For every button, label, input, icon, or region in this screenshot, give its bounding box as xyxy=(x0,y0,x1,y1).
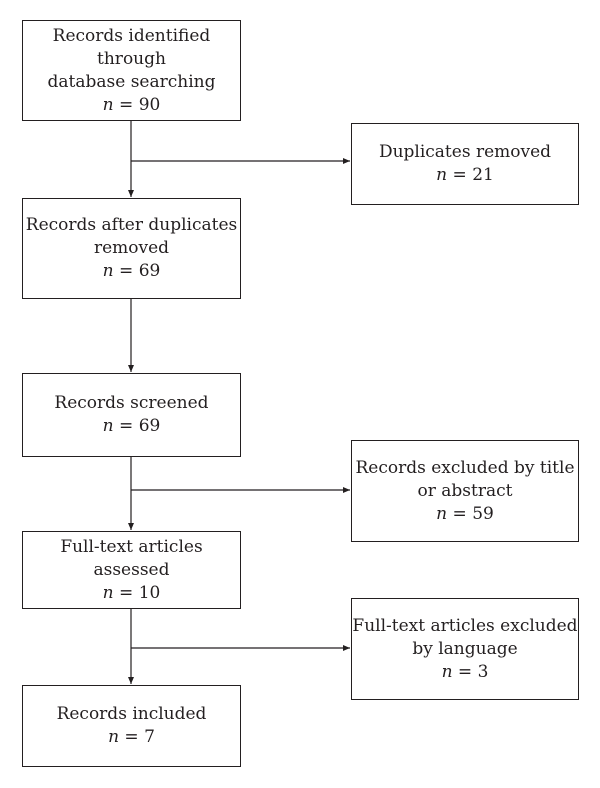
records-included-box: Records included n = 7 xyxy=(22,685,241,767)
records-identified-label-2: database searching xyxy=(47,71,216,92)
duplicates-removed-box: Duplicates removed n = 21 xyxy=(351,123,579,205)
excluded-language-count: n = 3 xyxy=(441,661,489,682)
records-screened-box: Records screened n = 69 xyxy=(22,373,241,457)
records-included-count: n = 7 xyxy=(108,727,155,747)
records-after-duplicates-label-1: Records after duplicates xyxy=(25,215,238,235)
excluded-language-label-2: by language xyxy=(412,638,518,659)
duplicates-removed-count: n = 21 xyxy=(436,165,494,185)
excluded-title-abstract-label-2: or abstract xyxy=(417,480,513,501)
excluded-title-abstract-count: n = 59 xyxy=(436,503,494,524)
records-after-duplicates-label-2: removed xyxy=(93,238,170,258)
duplicates-removed-label: Duplicates removed xyxy=(378,142,552,162)
excluded-language-label-1: Full-text articles excluded xyxy=(352,615,578,636)
records-identified-label-1: Records identified through xyxy=(52,25,211,69)
records-screened-label: Records screened xyxy=(54,393,209,413)
full-text-assessed-label: Full-text articles assessed xyxy=(60,536,203,580)
records-identified-box: Records identified through database sear… xyxy=(22,20,241,121)
excluded-language-box: Full-text articles excluded by language … xyxy=(351,598,579,700)
records-identified-count: n = 90 xyxy=(102,94,161,115)
excluded-title-abstract-label-1: Records excluded by title xyxy=(355,457,575,478)
records-included-label: Records included xyxy=(56,704,207,724)
full-text-assessed-box: Full-text articles assessed n = 10 xyxy=(22,531,241,609)
excluded-title-abstract-box: Records excluded by title or abstract n … xyxy=(351,440,579,542)
records-after-duplicates-box: Records after duplicates removed n = 69 xyxy=(22,198,241,299)
records-screened-count: n = 69 xyxy=(102,416,161,436)
full-text-assessed-count: n = 10 xyxy=(102,582,161,603)
records-after-duplicates-count: n = 69 xyxy=(102,261,161,281)
